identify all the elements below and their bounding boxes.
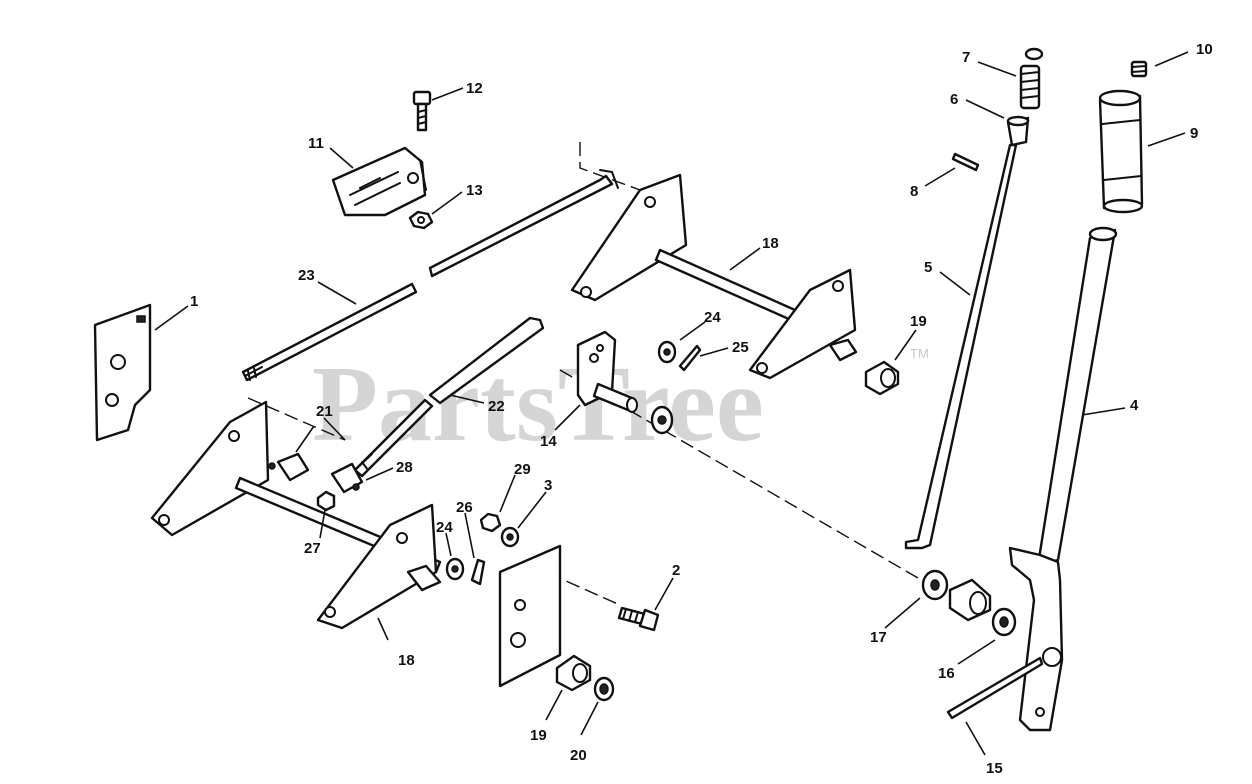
- part-18-lower-bracket: [150, 400, 442, 630]
- callout-28: 28: [396, 459, 413, 476]
- part-8-pin: [951, 152, 980, 172]
- callout-18-upper: 18: [762, 235, 779, 252]
- watermark-trademark: TM: [910, 346, 929, 361]
- part-bushing-right: [948, 578, 992, 622]
- callout-12: 12: [466, 80, 483, 97]
- part-2-bolt: [617, 606, 660, 632]
- part-13-nut: [408, 210, 434, 230]
- part-19-lower-bushing: [555, 654, 592, 692]
- part-18-upper-bracket: [570, 173, 858, 380]
- part-19-upper-bushing: [864, 360, 900, 396]
- part-24-lower-washer: [445, 557, 465, 581]
- callout-1: 1: [190, 293, 198, 310]
- callout-15: 15: [986, 760, 1003, 777]
- part-12-bolt: [412, 90, 432, 132]
- leader-lines: [154, 51, 1189, 756]
- part-16-washer: [991, 607, 1017, 637]
- part-1-plate: [93, 303, 152, 442]
- part-25-cotter-pin: [678, 344, 702, 372]
- part-10-nut: [1130, 60, 1148, 78]
- callout-2: 2: [672, 562, 680, 579]
- callout-27: 27: [304, 540, 321, 557]
- callout-9: 9: [1190, 125, 1198, 142]
- callout-24-upper: 24: [704, 309, 721, 326]
- callout-labels: 10 7 6 9 8 12 11 13 18 5 23 1 24 25 19 4…: [190, 41, 1213, 777]
- part-27-nut: [316, 490, 336, 512]
- callout-5: 5: [924, 259, 932, 276]
- part-22-rod: [353, 316, 545, 478]
- callout-16: 16: [938, 665, 955, 682]
- part-17-washer: [921, 569, 949, 601]
- part-3-washer: [500, 526, 520, 548]
- callout-23: 23: [298, 267, 315, 284]
- part-lower-plate: [498, 544, 562, 688]
- callout-11: 11: [308, 135, 324, 152]
- callout-19-upper: 19: [910, 313, 927, 330]
- part-6-cap: [1006, 115, 1030, 147]
- callout-26: 26: [456, 499, 473, 516]
- callout-10: 10: [1196, 41, 1213, 58]
- part-26-cotter-pin: [470, 558, 486, 586]
- callout-4: 4: [1130, 397, 1139, 414]
- callout-3: 3: [544, 477, 552, 494]
- part-14-pivot-plate: [576, 330, 638, 413]
- part-28-collar: [330, 462, 364, 494]
- callout-24-lower: 24: [436, 519, 453, 536]
- callout-22: 22: [488, 398, 505, 415]
- callout-18-lower: 18: [398, 652, 415, 669]
- callout-7: 7: [962, 49, 970, 66]
- callout-25: 25: [732, 339, 749, 356]
- part-15-pin: [946, 656, 1044, 720]
- part-20-washer: [593, 676, 615, 702]
- callout-17: 17: [870, 629, 887, 646]
- callout-29: 29: [514, 461, 531, 478]
- part-4-lever: [1008, 226, 1118, 732]
- part-5-rod: [904, 143, 1018, 550]
- part-washer-mid: [650, 405, 674, 435]
- part-29-nut: [479, 512, 502, 533]
- callout-19-lower: 19: [530, 727, 547, 744]
- part-23-rod: [241, 169, 619, 382]
- callout-14: 14: [540, 433, 557, 450]
- part-9-grip: [1098, 89, 1144, 214]
- part-7-spring: [1019, 47, 1044, 110]
- callout-6: 6: [950, 91, 958, 108]
- callout-13: 13: [466, 182, 483, 199]
- part-24-upper-washer: [657, 340, 677, 364]
- part-11-latch-bracket: [331, 146, 427, 217]
- part-21-collar: [268, 452, 310, 482]
- callout-20: 20: [570, 747, 587, 764]
- callout-21: 21: [316, 403, 333, 420]
- callout-8: 8: [910, 183, 918, 200]
